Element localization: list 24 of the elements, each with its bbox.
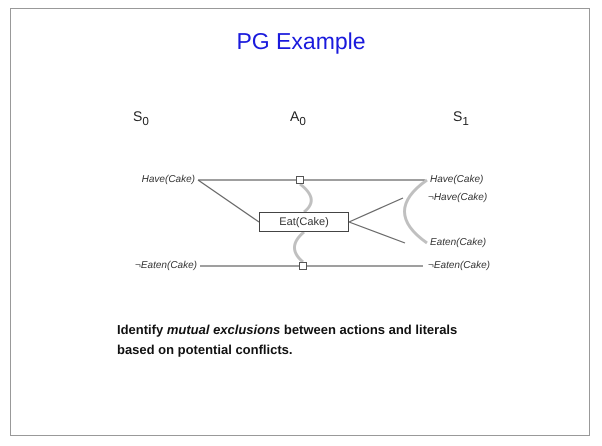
slide-title: PG Example bbox=[235, 28, 367, 55]
literal-label: ¬Have(Cake) bbox=[428, 192, 518, 204]
action-box: Eat(Cake) bbox=[259, 212, 349, 232]
edge-line bbox=[348, 221, 406, 244]
edge-line bbox=[198, 180, 260, 222]
mutex-arc bbox=[299, 182, 313, 214]
level-label: A$_{0}$ bbox=[290, 108, 306, 128]
edge-line bbox=[200, 265, 299, 267]
level-label: S$_{0}$ bbox=[133, 108, 149, 128]
note-text: Identify mutual exclusions between actions and literals based on potential conflicts. bbox=[117, 321, 458, 359]
edge-line bbox=[304, 179, 425, 181]
level-label: S$_{1}$ bbox=[453, 108, 469, 128]
literal-label: Have(Cake) bbox=[105, 174, 195, 186]
mutex-arc bbox=[403, 178, 428, 244]
mutex-arc bbox=[293, 230, 305, 264]
literal-label: Have(Cake) bbox=[430, 174, 520, 186]
persistence-box bbox=[299, 262, 307, 270]
literal-label: Eaten(Cake) bbox=[430, 237, 520, 249]
edge-line bbox=[307, 265, 423, 267]
literal-label: ¬Eaten(Cake) bbox=[428, 260, 518, 272]
persistence-box bbox=[296, 176, 304, 184]
literal-label: ¬Eaten(Cake) bbox=[95, 260, 197, 272]
edge-line bbox=[348, 197, 404, 223]
edge-line bbox=[198, 179, 296, 181]
